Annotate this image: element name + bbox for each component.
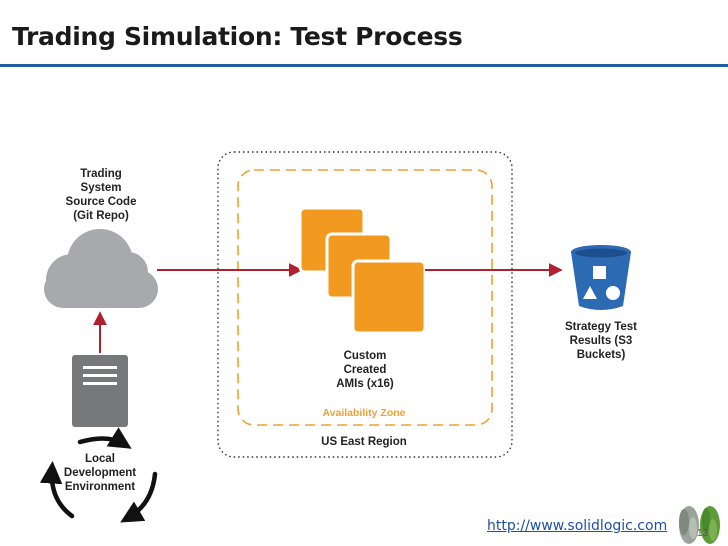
region-label: US East Region	[321, 436, 407, 448]
ami-icon	[298, 206, 427, 335]
website-link[interactable]: http://www.solidlogic.com	[487, 518, 668, 534]
page-number: 13	[697, 528, 709, 539]
amis-label: Custom Created AMIs (x16)	[336, 350, 394, 390]
availability-zone-label: Availability Zone	[322, 407, 406, 419]
server-icon	[72, 355, 128, 427]
title-rule	[0, 64, 728, 67]
availability-zone-boundary	[237, 169, 493, 426]
s3-bucket-icon	[571, 245, 631, 310]
source-code-label: Trading System Source Code (Git Repo)	[65, 168, 137, 222]
local-dev-label: Local Development Environment	[63, 453, 137, 493]
cloud-icon	[44, 229, 158, 308]
region-boundary	[217, 151, 513, 458]
brain-logo-icon	[679, 506, 720, 544]
cycle-arrows-icon	[39, 427, 158, 523]
results-label: Strategy Test Results (S3 Buckets)	[564, 321, 637, 361]
slide-title: Trading Simulation: Test Process	[12, 22, 463, 51]
